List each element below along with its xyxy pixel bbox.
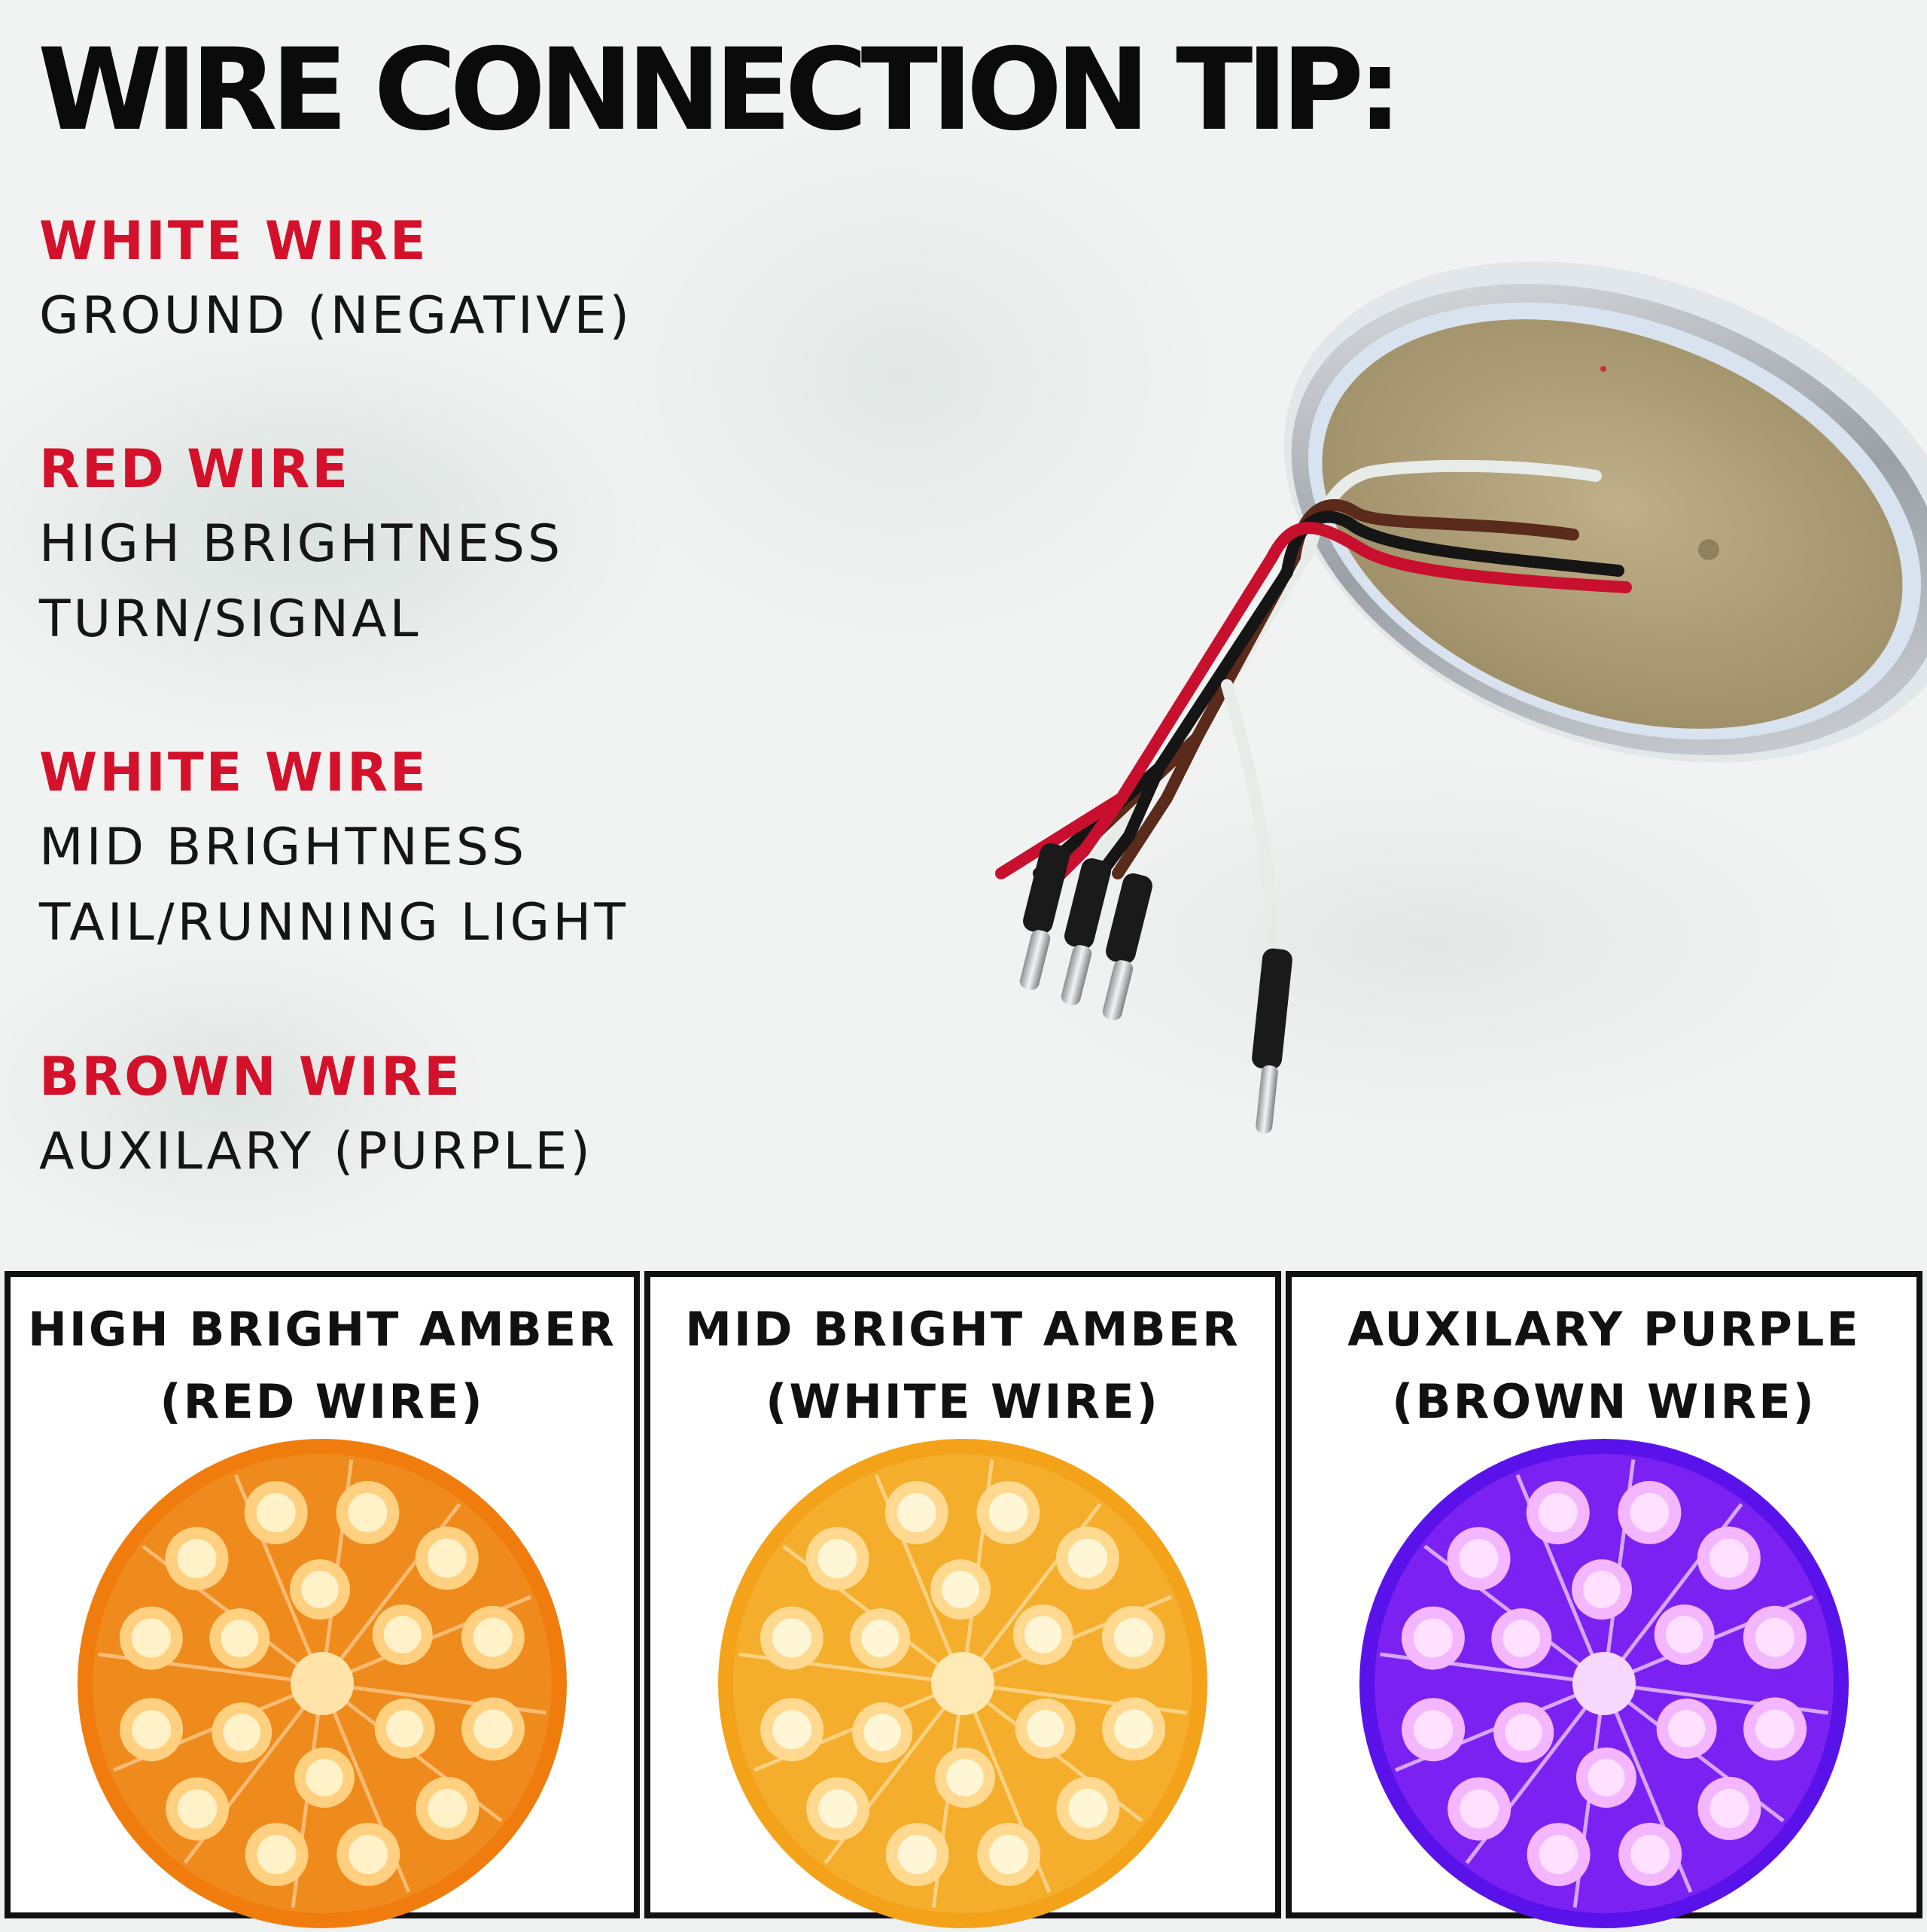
- led-bulb: [245, 1823, 309, 1887]
- wire-description: HIGH BRIGHTNESS: [39, 514, 564, 574]
- panel-title: MID BRIGHT AMBER (WHITE WIRE): [650, 1294, 1275, 1438]
- led-bulb: [760, 1698, 824, 1762]
- wire-name: WHITE WIRE: [39, 210, 428, 272]
- wire-description: GROUND (NEGATIVE): [39, 286, 632, 346]
- led-bulb: [1448, 1777, 1511, 1841]
- led-bulb: [1618, 1822, 1682, 1886]
- led-bulb: [1015, 1698, 1076, 1759]
- led-bulb: [1055, 1526, 1119, 1590]
- led-bulb: [461, 1697, 525, 1761]
- led-bulb: [294, 1747, 355, 1808]
- led-bulb: [1697, 1526, 1761, 1590]
- panel-title-line: AUXILARY PURPLE: [1347, 1302, 1861, 1357]
- led-bulb: [1401, 1606, 1465, 1670]
- led-bulb: [1447, 1527, 1511, 1591]
- led-bulb: [1402, 1698, 1466, 1762]
- led-bulb: [166, 1777, 230, 1841]
- wire-name: BROWN WIRE: [39, 1046, 462, 1108]
- led-bulb: [934, 1747, 995, 1808]
- led-light-wiring-photo: [995, 261, 1927, 1134]
- wire-description: MID BRIGHTNESS: [39, 818, 528, 877]
- led-bulb: [1527, 1823, 1591, 1887]
- led-bulb: [885, 1823, 949, 1887]
- led-bulb: [290, 1559, 351, 1620]
- panel-high-bright-amber: HIGH BRIGHT AMBER (RED WIRE): [5, 1271, 640, 1928]
- wire-bundle: [995, 459, 1632, 955]
- led-bulb: [1618, 1480, 1682, 1544]
- wire-name: RED WIRE: [39, 438, 351, 500]
- led-bulb: [1491, 1608, 1552, 1669]
- led-bulb: [416, 1776, 479, 1840]
- led-bulb: [1012, 1604, 1073, 1665]
- wire-legend-item-auxiliary: BROWN WIRE AUXILARY (PURPLE): [39, 1039, 593, 1190]
- led-bulb: [1101, 1605, 1165, 1669]
- wire-legend-item-mid-brightness: WHITE WIRE MID BRIGHTNESS TAIL/RUNNING L…: [39, 735, 629, 961]
- page-title: WIRE CONNECTION TIP:: [38, 25, 1402, 156]
- led-bulb: [212, 1702, 272, 1763]
- panel-title: AUXILARY PURPLE (BROWN WIRE): [1292, 1294, 1916, 1438]
- led-bulb: [415, 1526, 479, 1590]
- led-bulb: [977, 1822, 1041, 1886]
- led-bulb: [1056, 1776, 1120, 1840]
- led-bulb: [852, 1702, 913, 1763]
- led-bulb: [1743, 1697, 1807, 1761]
- panel-title-line: HIGH BRIGHT AMBER: [27, 1302, 617, 1357]
- panel-title-line: (WHITE WIRE): [766, 1374, 1160, 1429]
- led-bulb: [1575, 1747, 1636, 1808]
- wire-legend-item-ground: WHITE WIRE GROUND (NEGATIVE): [39, 203, 632, 354]
- led-bulb: [1656, 1698, 1717, 1759]
- bullet-connectors: [1019, 843, 1292, 1134]
- led-bulb: [374, 1698, 435, 1759]
- led-bulb: [976, 1480, 1040, 1544]
- light-housing: [1283, 261, 1927, 763]
- led-bulb: [1572, 1559, 1633, 1620]
- led-bulb: [119, 1606, 183, 1670]
- led-bulb: [806, 1777, 870, 1841]
- led-bulb: [336, 1480, 400, 1544]
- led-bulb: [1743, 1605, 1807, 1669]
- wire-name: WHITE WIRE: [39, 742, 428, 803]
- led-bulb: [850, 1608, 911, 1669]
- led-bulb: [1526, 1481, 1590, 1545]
- wire-description: TURN/SIGNAL: [39, 590, 422, 649]
- wire-description: TAIL/RUNNING LIGHT: [39, 893, 629, 952]
- panel-title: HIGH BRIGHT AMBER (RED WIRE): [11, 1294, 634, 1438]
- led-bulb: [372, 1604, 433, 1665]
- led-bulb: [244, 1481, 308, 1545]
- led-bulb: [165, 1527, 229, 1591]
- led-bulb: [760, 1606, 823, 1670]
- led-bulb: [1654, 1604, 1715, 1665]
- panel-title-line: MID BRIGHT AMBER: [685, 1302, 1241, 1357]
- wire-description: AUXILARY (PURPLE): [39, 1122, 593, 1181]
- led-bulb: [1697, 1776, 1761, 1840]
- led-bulb: [1102, 1697, 1166, 1761]
- led-bulb: [805, 1527, 869, 1591]
- panel-mid-bright-amber: MID BRIGHT AMBER (WHITE WIRE): [644, 1271, 1281, 1928]
- panel-auxiliary-purple: AUXILARY PURPLE (BROWN WIRE): [1286, 1271, 1922, 1928]
- wire-legend-item-high-brightness: RED WIRE HIGH BRIGHTNESS TURN/SIGNAL: [39, 431, 563, 657]
- led-bulb: [1493, 1702, 1554, 1763]
- panel-title-line: (RED WIRE): [160, 1374, 485, 1429]
- led-bulb: [336, 1822, 400, 1886]
- panel-title-line: (BROWN WIRE): [1392, 1374, 1816, 1429]
- led-bulb: [884, 1481, 948, 1545]
- amber-mid-led-lamp: [718, 1439, 1207, 1928]
- led-bulb: [209, 1608, 270, 1669]
- led-bulb: [930, 1559, 991, 1620]
- purple-led-lamp: [1359, 1439, 1849, 1928]
- amber-high-led-lamp: [78, 1439, 567, 1928]
- led-bulb: [120, 1698, 184, 1762]
- led-bulb: [461, 1605, 525, 1669]
